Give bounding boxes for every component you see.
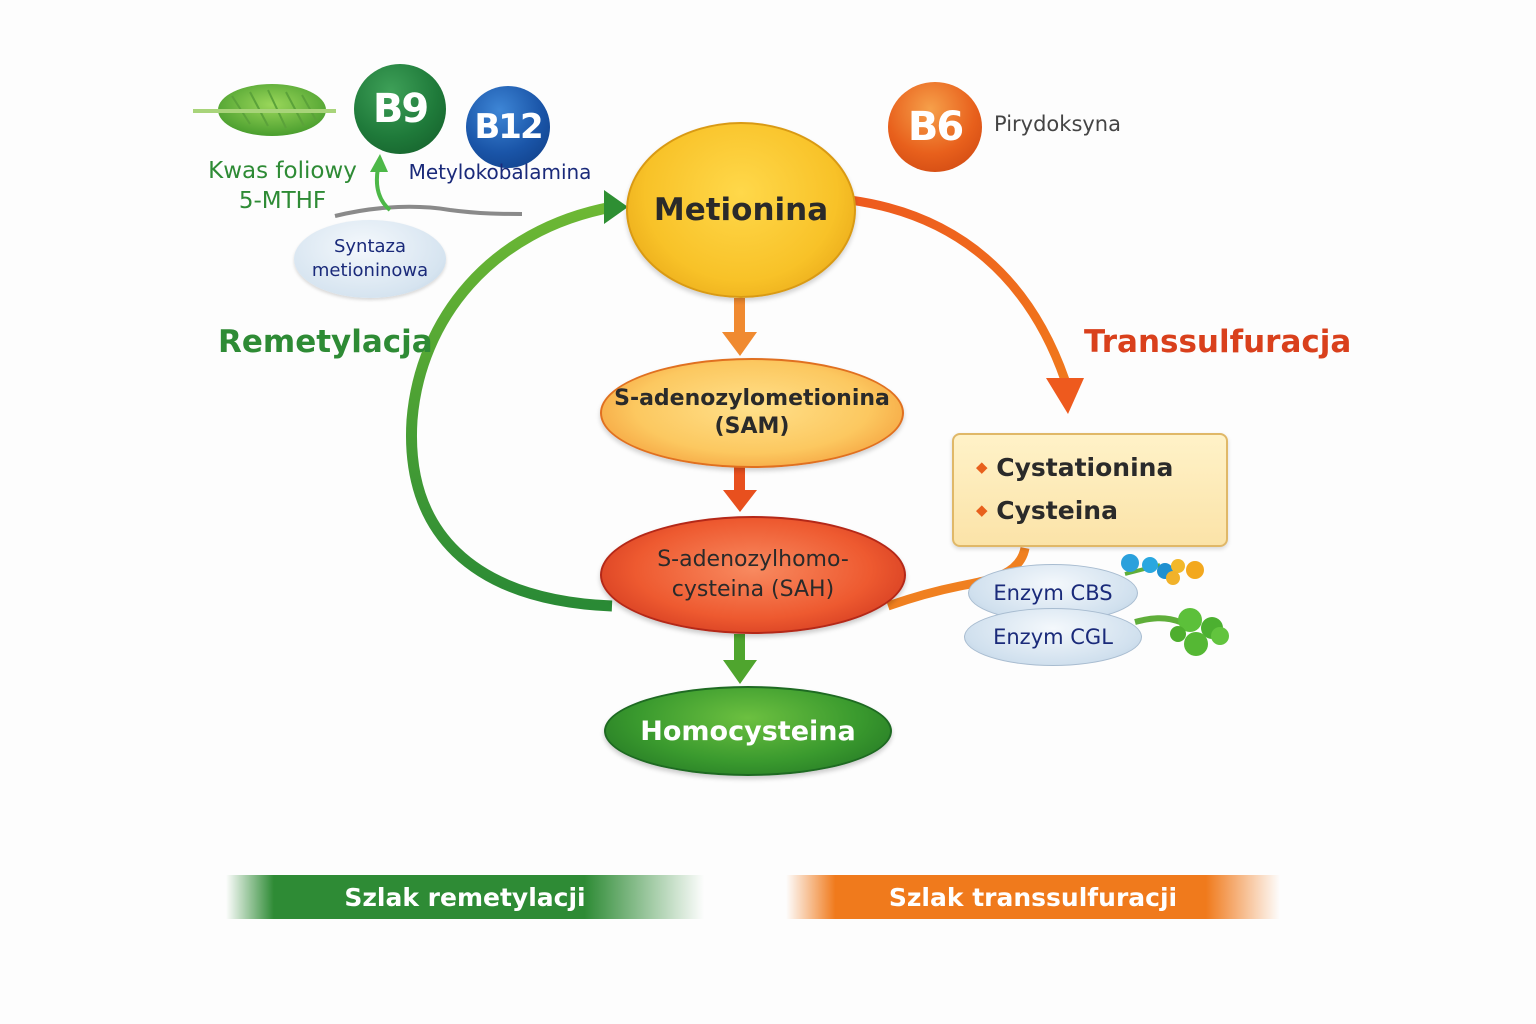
transsulfuration-legend-label: Szlak transsulfuracji xyxy=(888,882,1178,912)
sam-line2: (SAM) xyxy=(714,414,790,439)
b6-name: Pirydoksyna xyxy=(994,112,1121,136)
methyl-transfer-line xyxy=(334,204,523,218)
arrow-sah-to-hcy-shaft xyxy=(734,634,745,664)
cbs-molecule-icon xyxy=(1121,554,1204,585)
b12-name: Metylokobalamina xyxy=(408,160,592,184)
methionine-node: Metionina xyxy=(626,122,856,298)
product-item: ◆ Cystationina xyxy=(976,453,1173,482)
transsulfuration-arrowhead xyxy=(1046,378,1084,414)
synthase-line1: Syntaza xyxy=(333,236,407,257)
folate-arrow xyxy=(374,167,392,212)
remethylation-arrowhead xyxy=(604,190,628,224)
sah-node: S-adenozylhomo- cysteina (SAH) xyxy=(600,516,906,634)
b9-label: B9 xyxy=(372,86,429,132)
arrow-met-to-sam-shaft xyxy=(734,298,745,334)
folate-arrowhead xyxy=(370,154,388,172)
b9-name: Kwas foliowy 5-MTHF xyxy=(200,156,365,216)
enzyme-cbs-label: Enzym CBS xyxy=(993,581,1113,605)
homocysteine-label: Homocysteina xyxy=(640,715,856,747)
diamond-bullet-icon: ◆ xyxy=(976,501,988,519)
synthase-line2: metioninowa xyxy=(311,260,429,281)
remethylation-arc xyxy=(405,201,614,612)
vitamin-b12-badge: B12 xyxy=(466,86,550,168)
product-item: ◆ Cysteina xyxy=(976,496,1118,525)
products-box: ◆ Cystationina ◆ Cysteina xyxy=(952,433,1228,547)
enzyme-cgl-label: Enzym CGL xyxy=(993,625,1113,649)
arrow-sam-to-sah-head xyxy=(723,490,757,512)
enzyme-cgl: Enzym CGL xyxy=(964,608,1142,666)
b9-name-line1: Kwas foliowy xyxy=(208,158,357,184)
methionine-synthase-enzyme: Syntaza metioninowa xyxy=(294,220,446,298)
arrow-sah-to-hcy-head xyxy=(723,660,757,684)
sah-line1: S-adenozylhomo- xyxy=(657,547,849,572)
vitamin-b9-badge: B9 xyxy=(354,64,446,154)
b9-name-line2: 5-MTHF xyxy=(238,188,327,214)
arrow-met-to-sam-head xyxy=(722,332,757,356)
vitamin-b6-badge: B6 xyxy=(888,82,982,172)
sam-node: S-adenozylometionina (SAM) xyxy=(600,358,904,468)
b6-label: B6 xyxy=(907,104,964,150)
leaf-icon xyxy=(193,84,336,136)
diamond-bullet-icon: ◆ xyxy=(976,458,988,476)
remethylation-legend-bar: Szlak remetylacji xyxy=(226,875,704,919)
b12-label: B12 xyxy=(474,107,543,147)
product-cysteine: Cysteina xyxy=(996,496,1118,525)
transsulfuration-label: Transsulfuracja xyxy=(1084,324,1352,360)
remethylation-label: Remetylacja xyxy=(218,324,433,360)
transsulfuration-arc xyxy=(849,195,1070,382)
enzyme-cbs: Enzym CBS xyxy=(968,564,1138,622)
arrow-sam-to-sah-shaft xyxy=(734,466,745,494)
transsulfuration-legend-bar: Szlak transsulfuracji xyxy=(786,875,1280,919)
methionine-label: Metionina xyxy=(653,192,829,228)
product-cystathionine: Cystationina xyxy=(996,453,1174,482)
cgl-molecule-icon xyxy=(1134,608,1229,656)
remethylation-legend-label: Szlak remetylacji xyxy=(344,882,586,912)
sah-line2: cysteina (SAH) xyxy=(671,577,835,602)
homocysteine-node: Homocysteina xyxy=(604,686,892,776)
sam-line1: S-adenozylometionina xyxy=(614,386,890,411)
